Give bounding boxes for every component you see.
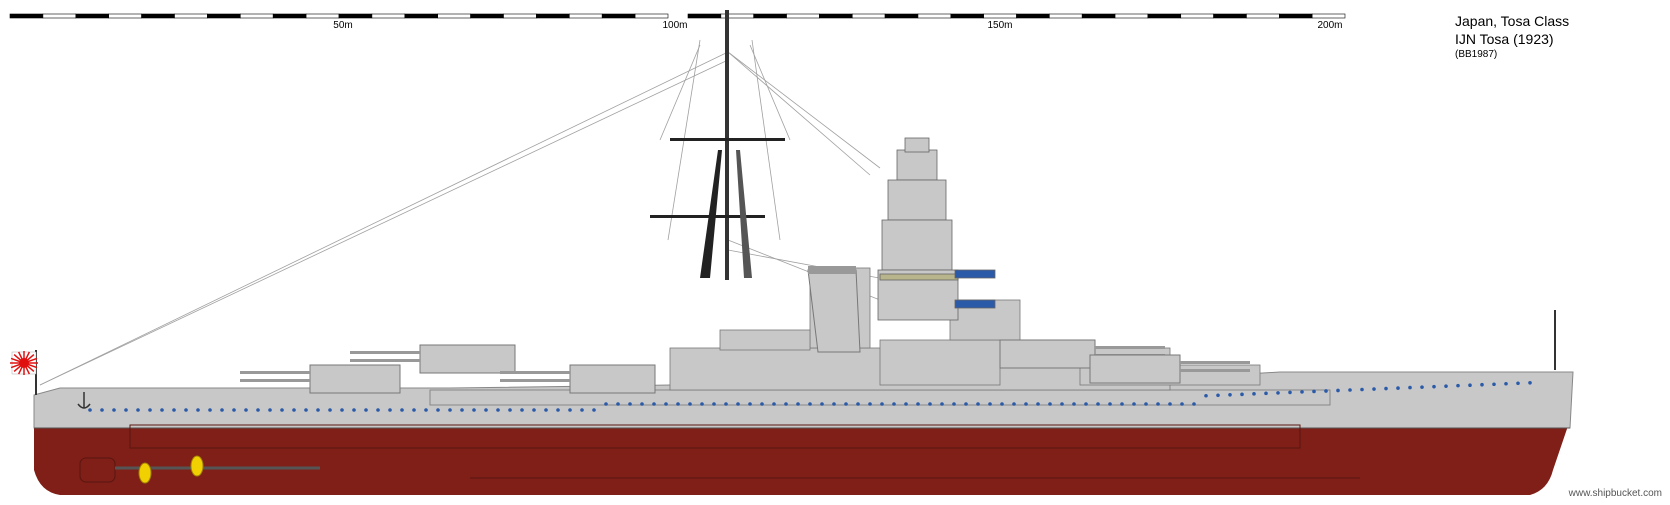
scale-label-200m: 200m <box>1317 20 1343 31</box>
ship-code: (BB1987) <box>1455 49 1498 60</box>
rigging-lines <box>39 39 891 386</box>
superstructure <box>429 267 1331 406</box>
main-gun-turrets <box>240 339 1250 394</box>
main-mast <box>650 10 785 280</box>
propeller-icon <box>190 455 204 477</box>
credit-text: www.shipbucket.com <box>1568 488 1662 499</box>
title-block: Japan, Tosa Class IJN Tosa (1923) (BB198… <box>1455 12 1569 62</box>
portholes <box>88 381 1532 412</box>
anchor-icon <box>77 392 91 409</box>
ship-class-title: Japan, Tosa Class <box>1455 13 1570 29</box>
propeller-icon <box>138 462 152 484</box>
ship-name-title: IJN Tosa (1923) <box>1455 31 1554 47</box>
naval-ensign-icon <box>10 350 38 395</box>
scale-label-100m: 100m <box>662 20 688 31</box>
funnel <box>807 266 861 353</box>
propulsion <box>79 455 320 484</box>
scale-label-150m: 150m <box>987 20 1013 31</box>
pagoda-tower <box>877 137 996 321</box>
scale-bar <box>9 13 1346 19</box>
scale-label-50m: 50m <box>333 20 353 31</box>
